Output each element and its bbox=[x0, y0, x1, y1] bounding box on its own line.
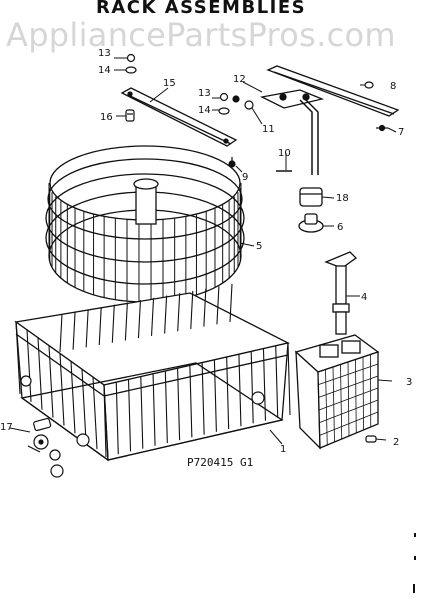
part-17-roller-set bbox=[27, 417, 64, 478]
rack-tine bbox=[103, 384, 109, 458]
diagram-title: RACK ASSEMBLIES bbox=[96, 0, 307, 18]
part-12-upper-rail bbox=[259, 65, 400, 117]
callout-18: 18 bbox=[336, 193, 349, 204]
rack-tine bbox=[115, 382, 119, 455]
part-10-supply-tube bbox=[276, 99, 319, 175]
figure-code: P720415 G1 bbox=[187, 456, 253, 469]
part-3-silverware-basket bbox=[294, 334, 380, 450]
part-4-paddle bbox=[324, 251, 358, 335]
part-1-rollers bbox=[20, 375, 265, 447]
basket-grid-line bbox=[319, 399, 379, 424]
callout-4: 4 bbox=[361, 292, 367, 303]
callout-2: 2 bbox=[393, 437, 399, 448]
watermark-text: AppliancePartsPros.com bbox=[6, 16, 396, 54]
basket-grid-line bbox=[318, 387, 379, 411]
rack-inner-tine bbox=[111, 304, 115, 343]
callout-14-left: 14 bbox=[98, 65, 111, 76]
callout-17: 17 bbox=[0, 422, 13, 433]
part-15-track-rail bbox=[120, 87, 238, 147]
rack-inner-tine bbox=[72, 311, 76, 350]
rack-inner-tine bbox=[98, 307, 102, 346]
rack-tine bbox=[127, 379, 132, 452]
rack-inner-tine bbox=[203, 288, 207, 327]
rack-inner-tine bbox=[150, 297, 155, 336]
callout-8: 8 bbox=[390, 81, 396, 92]
callout-7: 7 bbox=[398, 127, 404, 138]
part-16-clip bbox=[125, 109, 135, 122]
callout-15: 15 bbox=[163, 78, 176, 89]
callout-1: 1 bbox=[280, 444, 286, 455]
callout-6: 6 bbox=[337, 222, 343, 233]
part-5-upper-basket bbox=[45, 145, 245, 303]
basket-grid-line bbox=[319, 411, 379, 436]
part-7-screw bbox=[376, 124, 388, 132]
part-8-nut bbox=[364, 81, 374, 89]
basket-grid-line bbox=[318, 375, 379, 398]
rack-inner-tine bbox=[229, 283, 233, 323]
edge-marks bbox=[413, 533, 416, 593]
part-11-ball bbox=[232, 95, 254, 110]
rack-inner-tine bbox=[164, 295, 168, 334]
rack-inner-tine bbox=[124, 302, 128, 341]
callout-14-mid: 14 bbox=[198, 105, 211, 116]
part-18-hub bbox=[299, 187, 323, 207]
callout-13-left: 13 bbox=[98, 48, 111, 59]
rack-inner-tine bbox=[190, 290, 194, 329]
rack-tine bbox=[177, 368, 181, 441]
callout-11: 11 bbox=[262, 124, 275, 135]
callout-12: 12 bbox=[233, 74, 246, 85]
part-1-lower-rack bbox=[14, 283, 291, 462]
rack-inner-tine bbox=[59, 313, 63, 353]
rack-inner-tine bbox=[85, 309, 89, 348]
basket-grid-line bbox=[318, 363, 379, 386]
rack-inner-tine bbox=[177, 293, 181, 332]
part-13-14-nut-washer-mid bbox=[218, 92, 230, 115]
callout-3: 3 bbox=[406, 377, 412, 388]
rack-tine bbox=[287, 342, 291, 416]
part-13-14-nut-washer-left bbox=[125, 53, 137, 74]
part-9-screw bbox=[228, 157, 236, 168]
rack-tine bbox=[152, 373, 156, 446]
rack-tine bbox=[164, 370, 168, 444]
callout-10: 10 bbox=[278, 148, 291, 159]
rack-inner-tine bbox=[137, 300, 142, 339]
part-2-clip bbox=[365, 435, 377, 443]
rack-inner-tine bbox=[216, 286, 220, 325]
callout-13-mid: 13 bbox=[198, 88, 211, 99]
callout-9: 9 bbox=[242, 172, 248, 183]
part-6-nozzle bbox=[298, 213, 324, 233]
callout-5: 5 bbox=[256, 241, 262, 252]
leader-lines bbox=[9, 57, 397, 445]
rack-tine bbox=[140, 376, 144, 449]
callout-16: 16 bbox=[100, 112, 113, 123]
